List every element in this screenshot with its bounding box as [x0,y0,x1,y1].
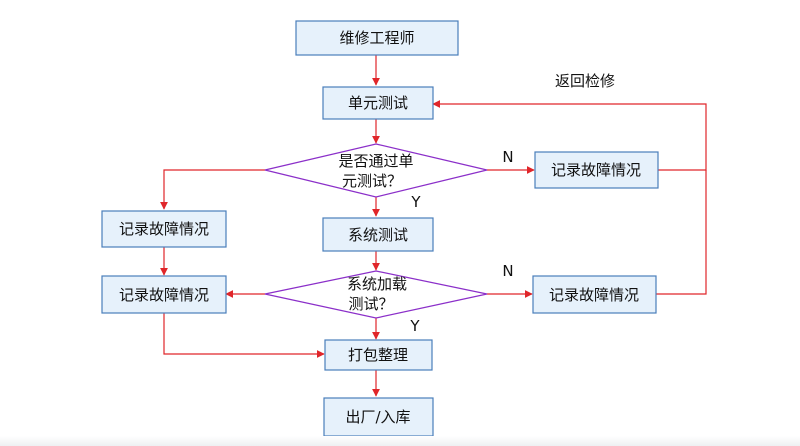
edge-record-to-package [163,313,325,358]
node-record-right-1: 记录故障情况 [534,151,659,189]
decision-load-test-line-2: 测试？ [348,295,393,313]
node-system-test: 系统测试 [322,217,434,252]
node-unit-test-label: 单元测试 [348,94,408,112]
node-record-left-1: 记录故障情况 [101,210,227,248]
edge-return-repair-loop [432,100,707,171]
node-record-left-2-label: 记录故障情况 [119,286,209,304]
edge-record2-to-loop [656,170,707,295]
node-system-test-label: 系统测试 [348,226,408,244]
edges [160,55,707,397]
node-record-left-1-label: 记录故障情况 [119,220,209,238]
node-package: 打包整理 [324,339,433,371]
edge-label-no-1: N [502,148,513,166]
edge-label-return-repair: 返回检修 [555,72,615,90]
node-release: 出厂/入库 [323,397,434,437]
edge-decision-left-to-record [160,169,265,210]
bottom-shade [0,436,800,446]
node-engineer: 维修工程师 [295,20,459,56]
decision-unit-test-line-1: 是否通过单 [338,152,413,170]
decision-unit-test-line-2: 元测试？ [342,172,402,190]
node-record-right-2: 记录故障情况 [532,275,657,314]
node-package-label: 打包整理 [348,346,408,364]
node-record-left-2: 记录故障情况 [101,275,227,314]
decision-load-test: 系统加载 测试？ [264,270,488,319]
decision-load-test-line-1: 系统加载 [347,275,407,293]
edge-label-yes-2: Y [409,317,420,335]
edge-label-no-2: N [502,262,513,280]
edge-label-yes-1: Y [410,193,421,211]
node-engineer-label: 维修工程师 [339,29,414,47]
node-release-label: 出厂/入库 [345,408,410,426]
node-unit-test: 单元测试 [322,86,434,120]
node-record-right-1-label: 记录故障情况 [551,161,641,179]
node-record-right-2-label: 记录故障情况 [549,286,639,304]
decision-unit-test: 是否通过单 元测试？ [264,143,488,198]
